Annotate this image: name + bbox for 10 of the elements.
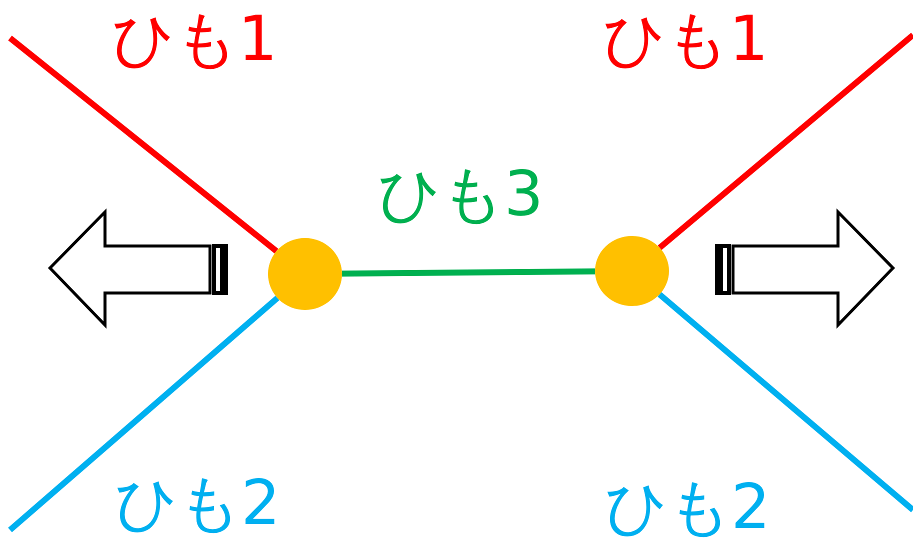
edge-label: ひも1 (112, 8, 278, 70)
edge-label: ひも1 (603, 8, 768, 70)
string-line (8, 296, 280, 532)
string-line (658, 292, 913, 512)
edge-label: ひも3 (378, 163, 544, 225)
string-line (658, 32, 913, 250)
string-line (8, 36, 278, 254)
edge-label: ひも2 (605, 476, 770, 538)
edge-label: ひも2 (115, 472, 280, 534)
string-line (342, 268, 596, 277)
